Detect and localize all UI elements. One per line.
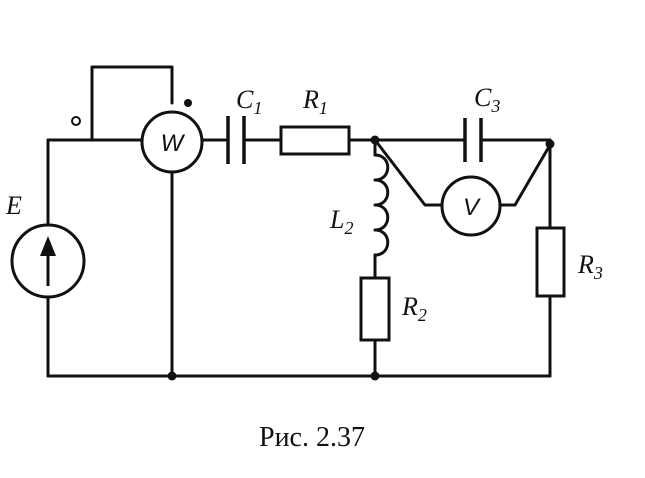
resistor-r2 bbox=[359, 276, 391, 342]
voltmeter bbox=[440, 175, 502, 237]
wire-voltmeter-left bbox=[373, 138, 444, 207]
junction-dot bbox=[545, 139, 555, 149]
wattmeter-label: W bbox=[161, 130, 186, 157]
label-l2: L2 bbox=[329, 205, 353, 238]
polarity-mark-current bbox=[71, 116, 81, 126]
polarity-mark-voltage bbox=[184, 99, 192, 107]
voltmeter-label: V bbox=[463, 194, 481, 221]
source-label: E bbox=[5, 191, 22, 220]
capacitor-c1 bbox=[226, 116, 246, 164]
label-r2: R2 bbox=[401, 292, 427, 325]
resistor-r3 bbox=[535, 226, 566, 298]
inductor-l2 bbox=[373, 153, 390, 257]
capacitor-c3 bbox=[463, 118, 483, 162]
junction-dot bbox=[167, 371, 177, 381]
voltage-source bbox=[10, 223, 86, 299]
label-c1: C1 bbox=[236, 85, 262, 118]
wire-voltmeter-right bbox=[498, 143, 552, 207]
junction-dot bbox=[370, 371, 380, 381]
figure-caption: Рис. 2.37 bbox=[259, 422, 365, 453]
wattmeter bbox=[140, 110, 204, 174]
label-c3: C3 bbox=[474, 83, 500, 116]
wattmeter-voltage-loop bbox=[90, 65, 174, 142]
label-r3: R3 bbox=[577, 250, 603, 283]
label-r1: R1 bbox=[302, 85, 328, 118]
junction-dot bbox=[370, 135, 380, 145]
resistor-r1 bbox=[279, 125, 351, 156]
